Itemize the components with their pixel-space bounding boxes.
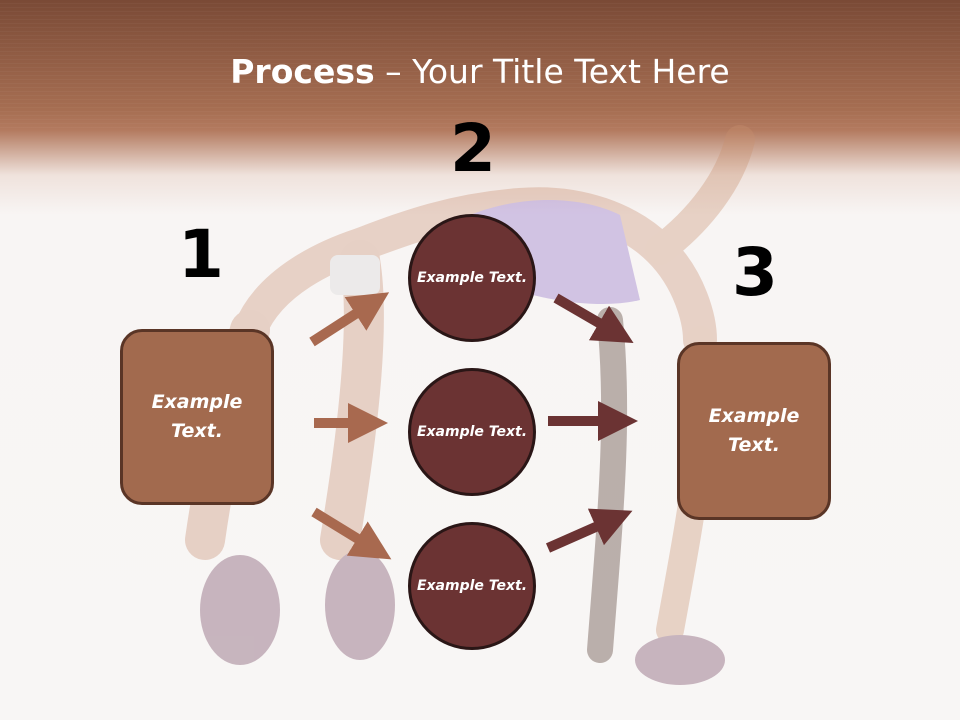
arrow-1-to-2a [309, 292, 390, 347]
arrow-2c-to-3 [545, 508, 633, 553]
step-3-text: Example Text. [708, 405, 800, 456]
step-number-1: 1 [178, 216, 224, 293]
title-rest: – Your Title Text Here [374, 52, 730, 91]
step-number-3: 3 [732, 234, 778, 311]
arrow-2a-to-3 [553, 293, 634, 344]
step-2-circle-top[interactable]: Example Text. [408, 214, 536, 342]
step-2-text-top: Example Text. [416, 269, 528, 286]
arrow-1-to-2c [311, 507, 392, 560]
step-1-text: Example Text. [151, 391, 243, 442]
step-3-box[interactable]: Example Text. [677, 342, 831, 520]
step-2-text-middle: Example Text. [416, 423, 528, 440]
step-2-circle-bottom[interactable]: Example Text. [408, 522, 536, 650]
title-bold: Process [230, 52, 375, 91]
step-2-circle-middle[interactable]: Example Text. [408, 368, 536, 496]
slide-title: Process – Your Title Text Here [0, 52, 960, 91]
step-2-text-bottom: Example Text. [416, 577, 528, 594]
step-number-2: 2 [450, 110, 496, 187]
step-1-box[interactable]: Example Text. [120, 329, 274, 505]
header-band [0, 0, 960, 130]
